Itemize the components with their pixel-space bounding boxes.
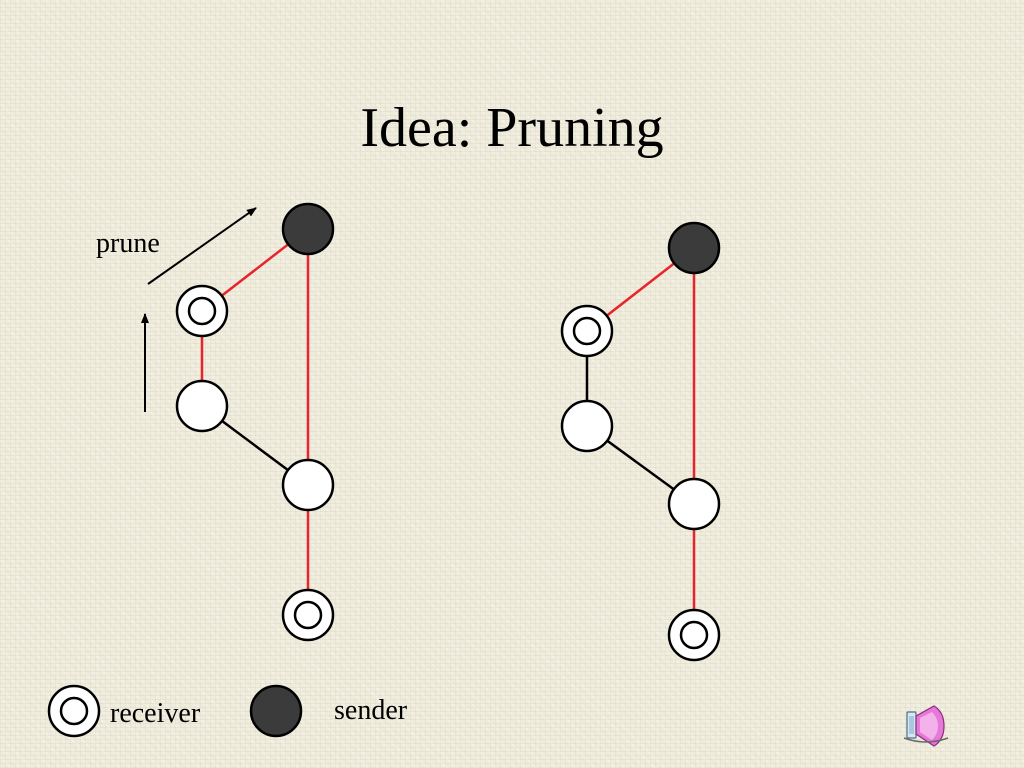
router-node-left-upper bbox=[175, 379, 229, 433]
legend-receiver-label: receiver bbox=[110, 698, 201, 729]
legend-sender-icon bbox=[249, 684, 303, 738]
router-node-left-middle bbox=[281, 458, 335, 512]
receiver-node-left-bottom bbox=[281, 588, 335, 642]
right-tree bbox=[560, 221, 721, 662]
legend: receiver sender bbox=[47, 684, 408, 738]
speaker-sound-icon[interactable] bbox=[903, 705, 949, 747]
router-node-right-middle bbox=[667, 477, 721, 531]
left-tree: prune bbox=[96, 202, 335, 642]
sender-node-left bbox=[281, 202, 335, 256]
prune-arrow-diagonal bbox=[147, 207, 257, 285]
slide-title: Idea: Pruning bbox=[360, 97, 664, 159]
router-node-right-upper bbox=[560, 399, 614, 453]
receiver-node-left-upper bbox=[175, 284, 229, 338]
prune-label: prune bbox=[96, 228, 160, 259]
receiver-node-right-bottom bbox=[667, 608, 721, 662]
receiver-node-right-upper bbox=[560, 304, 614, 358]
legend-receiver-icon bbox=[47, 684, 101, 738]
legend-sender-label: sender bbox=[334, 695, 408, 726]
sender-node-right bbox=[667, 221, 721, 275]
